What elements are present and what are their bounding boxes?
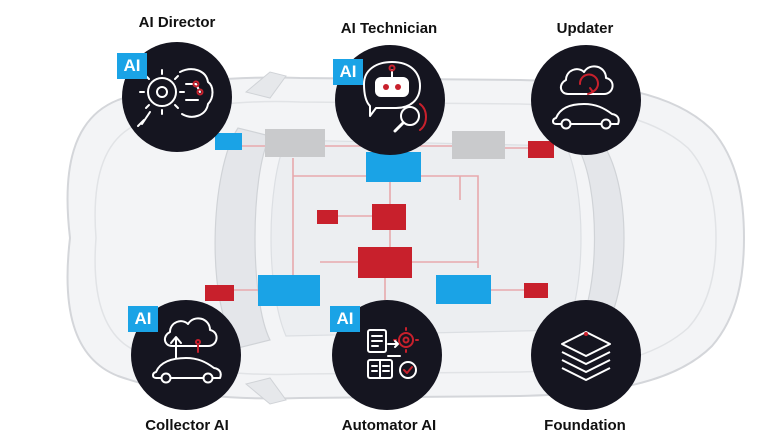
ai-director-label: AI Director xyxy=(138,14,216,31)
ecu-red-rear-bottom xyxy=(524,283,548,298)
collector-ai-badge: AI xyxy=(128,306,158,332)
cloud-upload-car-icon xyxy=(152,317,222,384)
automator-ai-label: Automator AI xyxy=(341,417,437,434)
collector-ai-label: Collector AI xyxy=(145,417,229,434)
ecu-modules xyxy=(205,129,554,306)
stacked-layers-icon xyxy=(561,331,611,381)
ecu-red-center-main xyxy=(358,247,412,278)
ecu-blue-center xyxy=(366,152,421,182)
ai-director-circle xyxy=(122,42,232,152)
ecu-gray-rear xyxy=(452,131,505,159)
documents-gears-icon xyxy=(367,327,419,379)
updater-circle xyxy=(531,45,641,155)
gear-wrench-brain-icon xyxy=(137,68,214,127)
ai-director-badge: AI xyxy=(117,53,147,79)
collector-ai-circle xyxy=(131,300,241,410)
updater-label: Updater xyxy=(556,20,614,37)
ecu-red-rear-top xyxy=(528,141,554,158)
ecu-red-center-top xyxy=(372,204,406,230)
ecu-red-small-left xyxy=(317,210,338,224)
foundation-label: Foundation xyxy=(544,417,626,434)
ecu-blue-right xyxy=(436,275,491,304)
ecu-blue-front-left xyxy=(215,133,242,150)
ecu-blue-left xyxy=(258,275,320,306)
ecu-red-left xyxy=(205,285,234,301)
cloud-car-sync-icon xyxy=(552,65,620,130)
ecu-gray-front xyxy=(265,129,325,157)
ai-technician-label: AI Technician xyxy=(340,20,438,37)
automator-ai-badge: AI xyxy=(330,306,360,332)
robot-magnifier-icon xyxy=(363,61,427,133)
ai-technician-badge: AI xyxy=(333,59,363,85)
